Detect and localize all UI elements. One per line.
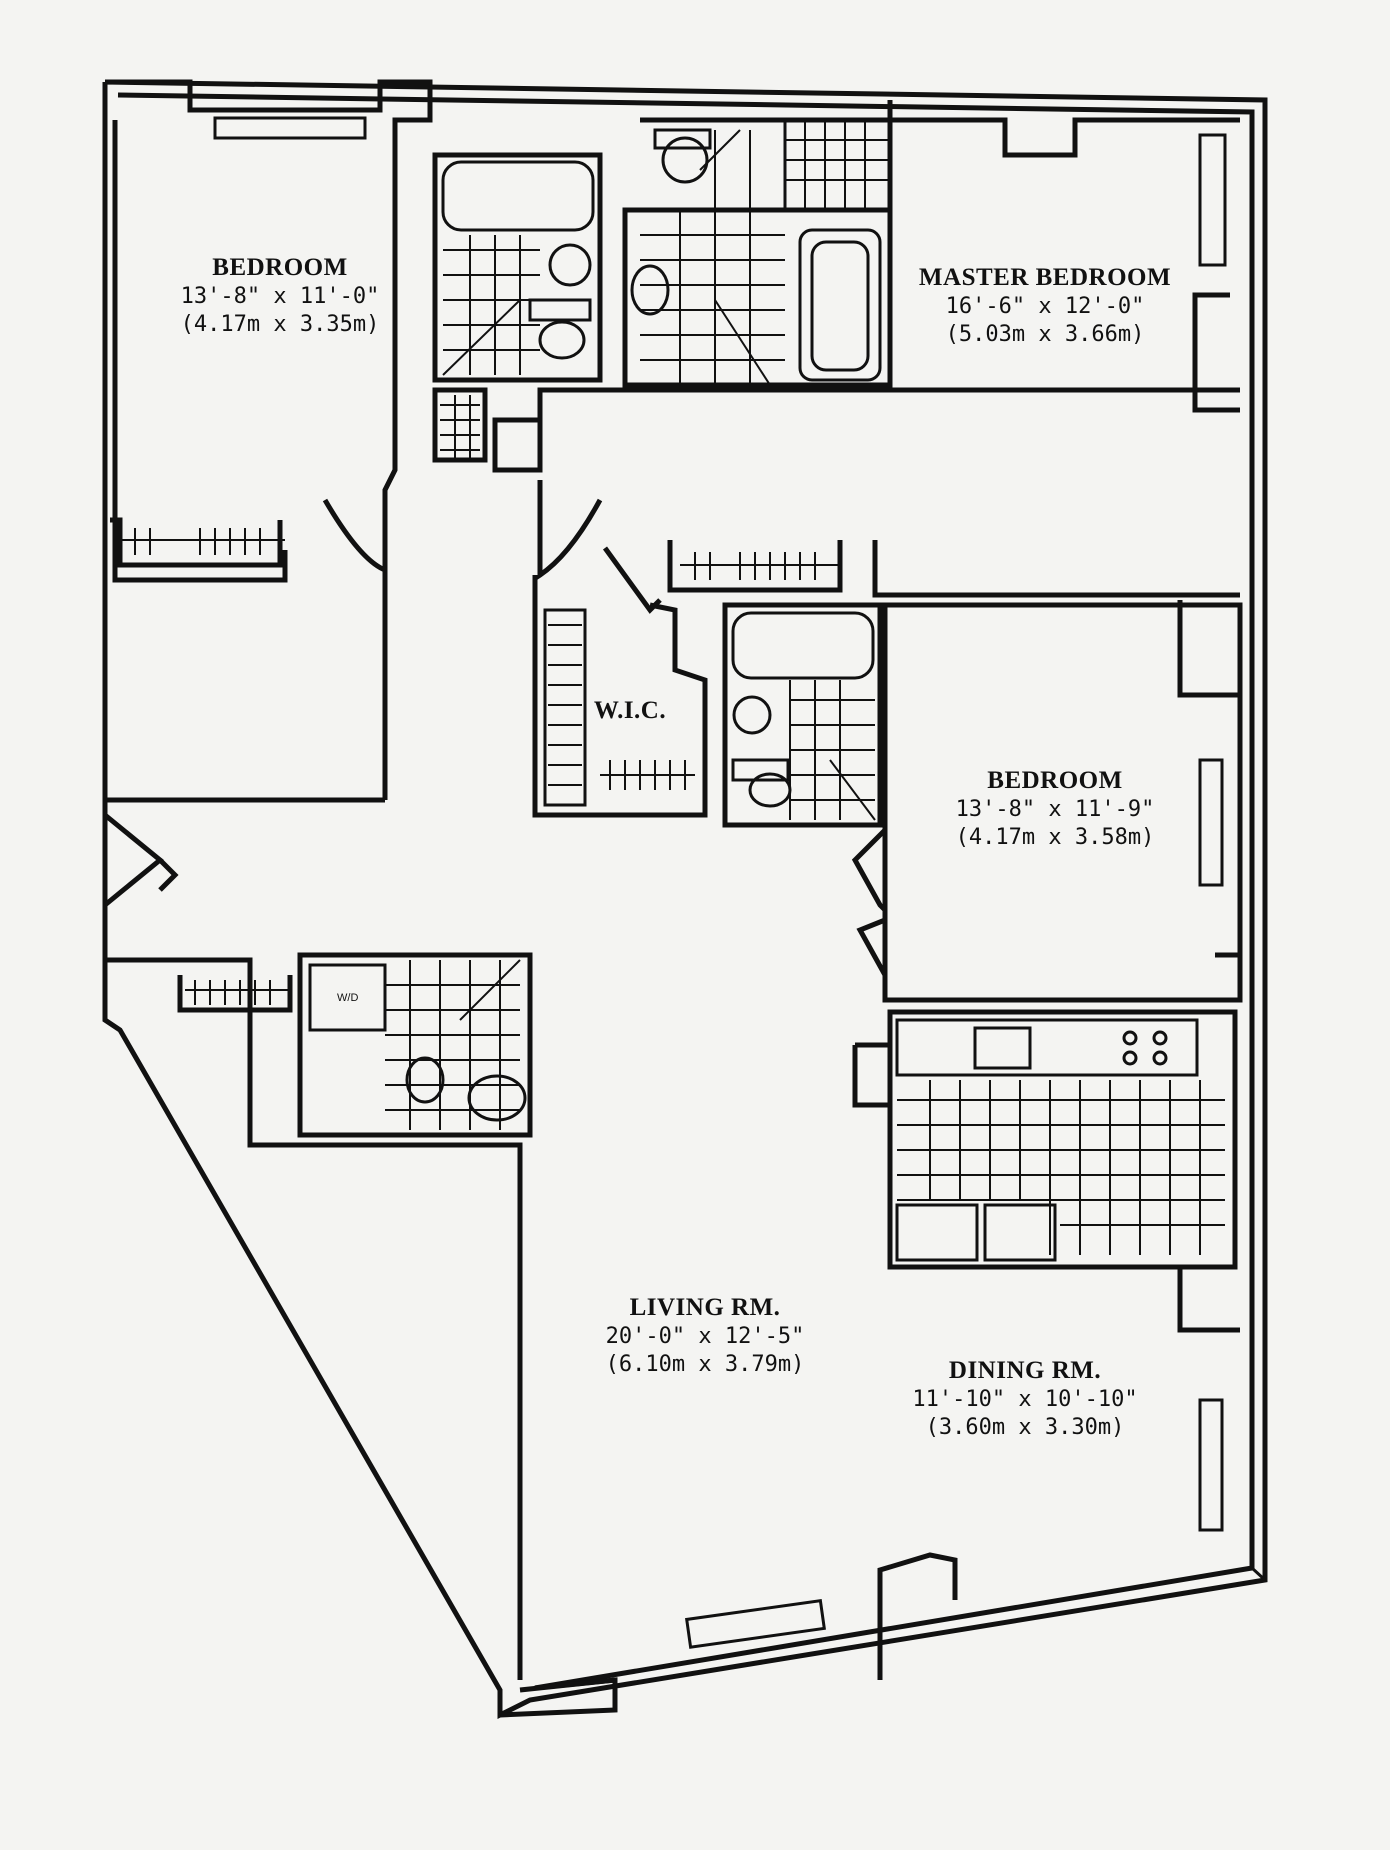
room-dimensions-ft: 13'-8" x 11'-9" [955,797,1155,823]
room-dimensions-m: (5.03m x 3.66m) [945,321,1145,347]
dining-room-walls [877,1265,1240,1680]
room-label-bedroom-2: BEDROOM 13'-8" x 11'-9" (4.17m x 3.58m) [905,765,1205,851]
room-dimensions-ft: 16'-6" x 12'-0" [945,294,1145,320]
closet-rod-bedroom-1 [120,528,285,555]
room-dimensions-m: (6.10m x 3.79m) [605,1351,805,1377]
hall-closet-and-powder-room [105,952,533,1680]
living-room-windows [499,1598,826,1718]
room-name: LIVING RM. [629,1294,781,1321]
room-name: W.I.C. [593,697,667,724]
bathroom-2 [722,602,883,828]
master-bathroom [622,117,893,388]
linen-closet [432,387,543,473]
room-label-living-room: LIVING RM. 20'-0" x 12'-5" (6.10m x 3.79… [560,1292,850,1378]
room-label-dining-room: DINING RM. 11'-10" x 10'-10" (3.60m x 3.… [880,1355,1170,1441]
room-dimensions-ft: 20'-0" x 12'-5" [605,1324,805,1350]
room-dimensions-m: (3.60m x 3.30m) [925,1414,1125,1440]
room-label-master-bedroom: MASTER BEDROOM 16'-6" x 12'-0" (5.03m x … [895,262,1195,348]
room-dimensions-ft: 13'-8" x 11'-0" [180,284,380,310]
room-dimensions-m: (4.17m x 3.58m) [955,824,1155,850]
room-name: BEDROOM [212,254,348,281]
room-label-walk-in-closet: W.I.C. [585,695,675,726]
washer-dryer-label: W/D [337,992,359,1004]
room-dimensions-ft: 11'-10" x 10'-10" [912,1387,1138,1413]
bedroom-1-walls [105,79,433,800]
master-bedroom-walls [537,100,1240,598]
room-name: MASTER BEDROOM [918,264,1172,291]
kitchen [852,1009,1238,1270]
hall-doors [322,480,662,614]
walk-in-closet [532,575,708,818]
bathroom-1 [432,152,603,383]
entry-doors [103,797,385,907]
room-dimensions-m: (4.17m x 3.35m) [180,311,380,337]
bedroom-2-walls [851,600,1243,1003]
room-label-bedroom-1: BEDROOM 13'-8" x 11'-0" (4.17m x 3.35m) [130,252,430,338]
room-name: BEDROOM [987,767,1123,794]
room-name: DINING RM. [948,1357,1102,1384]
